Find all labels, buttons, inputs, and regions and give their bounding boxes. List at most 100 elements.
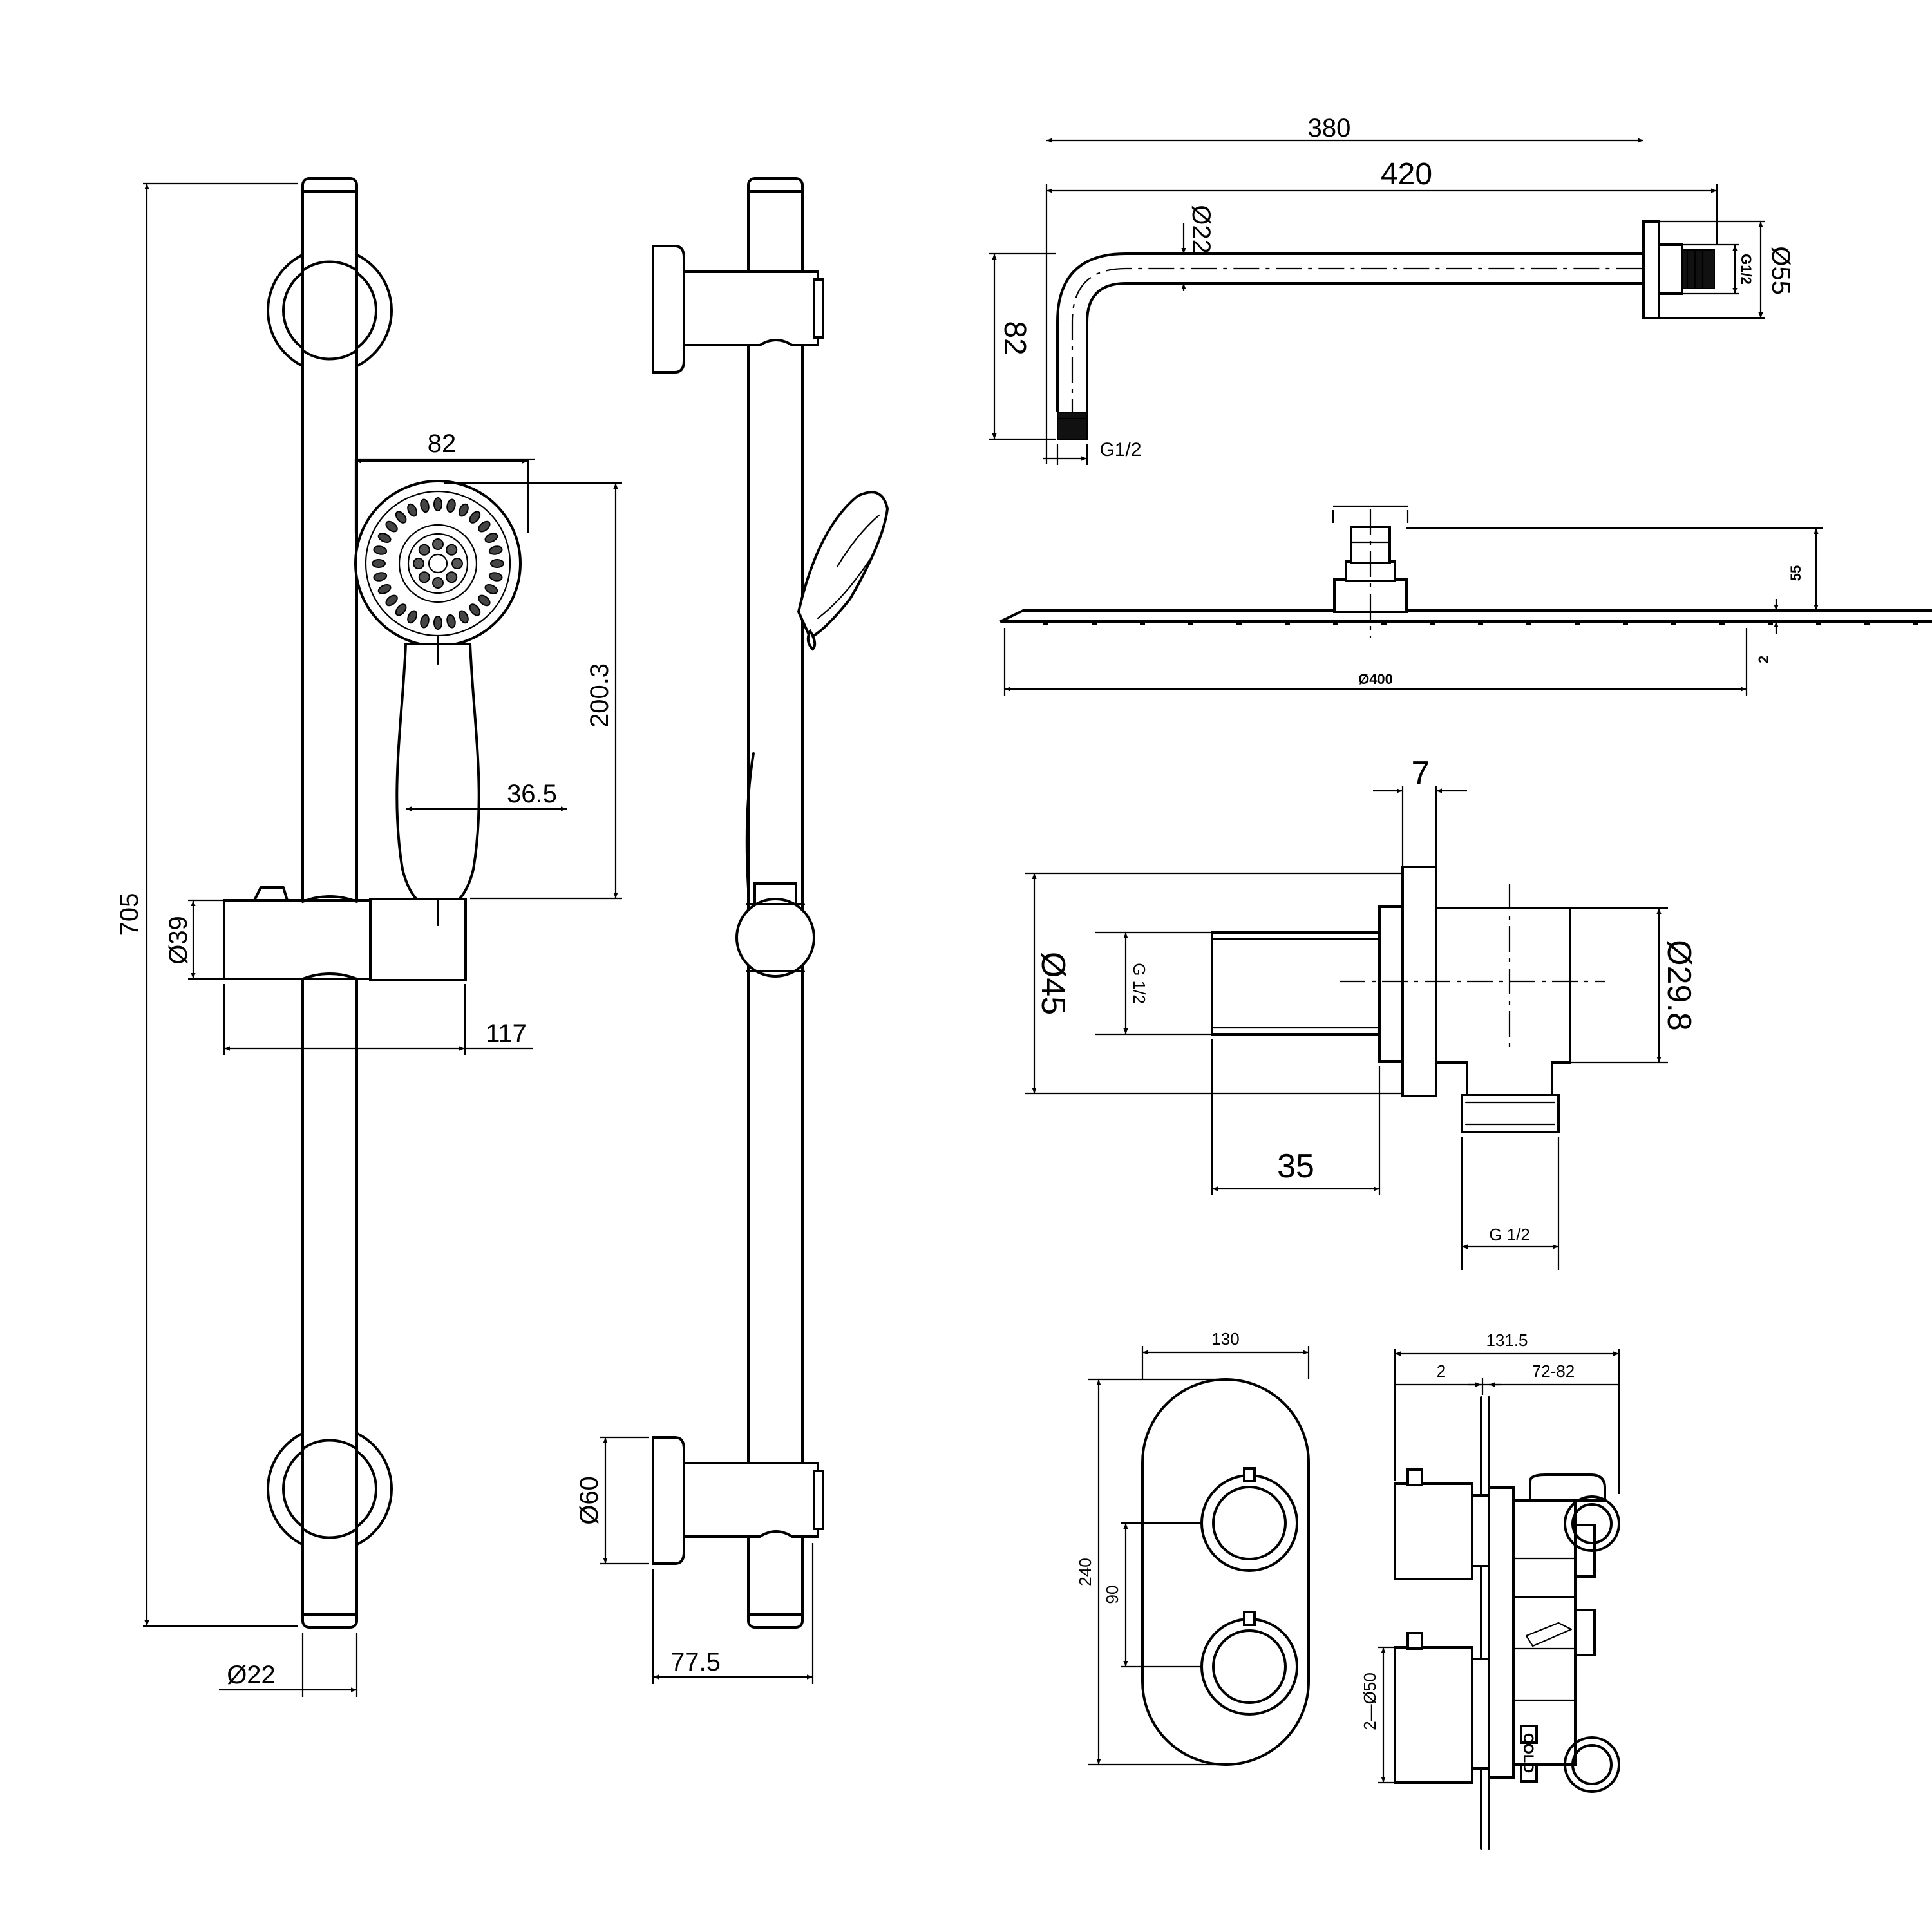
rain-nozzle [1719,621,1725,625]
nozzle [490,559,504,568]
outlet-depth-label: 35 [1277,1148,1314,1185]
cold-marking: COLD [1520,1733,1537,1773]
valve-plate-width-label: 130 [1211,1329,1239,1349]
wall-outlet-elbow [1211,866,1605,1133]
valve-side-view: COLD [1394,1396,1620,1850]
nozzle [433,616,442,630]
rain-nozzle [1526,621,1531,625]
nozzle [413,558,424,569]
handle-width-label: 36.5 [507,780,557,808]
nozzle [377,583,392,594]
nozzle [478,594,491,607]
nozzle [395,603,407,616]
rain-nozzle [1478,621,1483,625]
rain-nozzle [1864,621,1870,625]
outlet-thread-out-label: G 1/2 [1489,1225,1530,1244]
rain-shower-head [999,509,1932,638]
nozzle [407,503,418,517]
rain-nozzle [1285,621,1290,625]
nozzle [488,572,503,582]
rain-nozzle [1188,621,1193,625]
rain-nozzle [1092,621,1097,625]
nozzle [418,571,430,583]
rain-nozzles [1043,621,1918,625]
rain-nozzle [1236,621,1242,625]
nozzle [373,572,388,582]
valve-adjust-label: 72-82 [1532,1361,1575,1381]
arm-thread-end-label: G1/2 [1099,439,1141,460]
arm-thread-wall-label: G1/2 [1738,254,1754,285]
valve-depth-label: 131.5 [1486,1331,1528,1350]
valve-side-dimensions: 131.5 2 72-82 2—Ø50 [1360,1331,1620,1784]
nozzle [488,545,503,555]
valve-handle-dia-label: 2—Ø50 [1360,1672,1379,1730]
slide-rail-front-view [223,177,522,1629]
arm-drop-label: 82 [998,321,1032,355]
valve-front-dimensions: 130 240 90 [1075,1329,1310,1766]
rain-nozzle [1381,621,1387,625]
nozzle [458,503,469,517]
slide-rail-side-view [652,177,889,1629]
rain-nozzle [1623,621,1628,625]
slider-width-label: 117 [486,1019,527,1048]
rain-nozzle [1816,621,1821,625]
nozzle [446,571,458,583]
outlet-flange-dia-label: Ø45 [1034,952,1072,1015]
rain-nozzle [1043,621,1048,625]
wall-outlet-dimensions: 7 Ø45 G 1/2 35 Ø29.8 G 1/2 [1025,755,1698,1270]
nozzle [484,583,498,594]
rail-height-label: 705 [115,893,144,936]
arm-length-outer-label: 420 [1381,157,1432,191]
nozzle [446,544,458,556]
rain-nozzle [1913,621,1918,625]
nozzle [469,603,481,616]
slider-dia-label: Ø39 [164,916,193,965]
handset-length-label: 200.3 [585,663,614,728]
outlet-body-dia-label: Ø29.8 [1660,940,1698,1031]
rain-nozzle [1333,621,1338,625]
nozzle [458,610,469,624]
nozzle [418,544,430,556]
valve-handle-pitch-label: 90 [1103,1586,1122,1604]
rail-dimensions: 705 Ø22 82 200.3 36.5 Ø39 117 Ø60 77.5 [115,182,814,1697]
nozzle [385,520,398,533]
rain-head-dimensions: 55 2 Ø400 [1003,505,1823,696]
shower-arm [1056,220,1715,440]
nozzle [372,559,386,568]
nozzle [420,498,430,513]
nozzle [407,610,418,624]
arm-length-inner-label: 380 [1308,114,1351,142]
nozzle [433,497,442,511]
nozzle [432,577,444,589]
rail-dia-label: Ø22 [227,1661,276,1689]
nozzle [373,545,388,555]
rain-nozzle [1768,621,1773,625]
head-dia-label: Ø400 [1358,671,1393,687]
outlet-thread-in-label: G 1/2 [1130,963,1149,1004]
nozzle [446,614,456,629]
outlet-flange-thk-label: 7 [1412,755,1430,792]
rain-nozzle [1140,621,1145,625]
nozzle [451,558,463,569]
nozzle [377,533,392,544]
nozzle [432,538,444,550]
valve-front-view [1141,1378,1310,1766]
shower-arm-dimensions: 380 420 Ø22 82 G1/2 G1/2 Ø55 [989,114,1795,465]
arm-flange-dia-label: Ø55 [1766,246,1795,295]
nozzle [385,594,398,607]
arm-tube-dia-label: Ø22 [1187,205,1215,254]
nozzle [395,511,407,524]
nozzle-ring-outer [372,497,504,630]
bracket-dia-label: Ø60 [575,1476,603,1525]
bracket-projection-label: 77.5 [670,1648,721,1676]
valve-plate-height-label: 240 [1075,1558,1095,1586]
nozzle [420,614,430,629]
nozzle-ring-inner [413,538,463,589]
rain-nozzle [1575,621,1580,625]
rain-nozzle [1430,621,1435,625]
head-plate-label: 2 [1756,656,1772,663]
nozzle [469,511,481,524]
valve-gap-label: 2 [1437,1361,1446,1381]
nozzle [446,498,456,513]
